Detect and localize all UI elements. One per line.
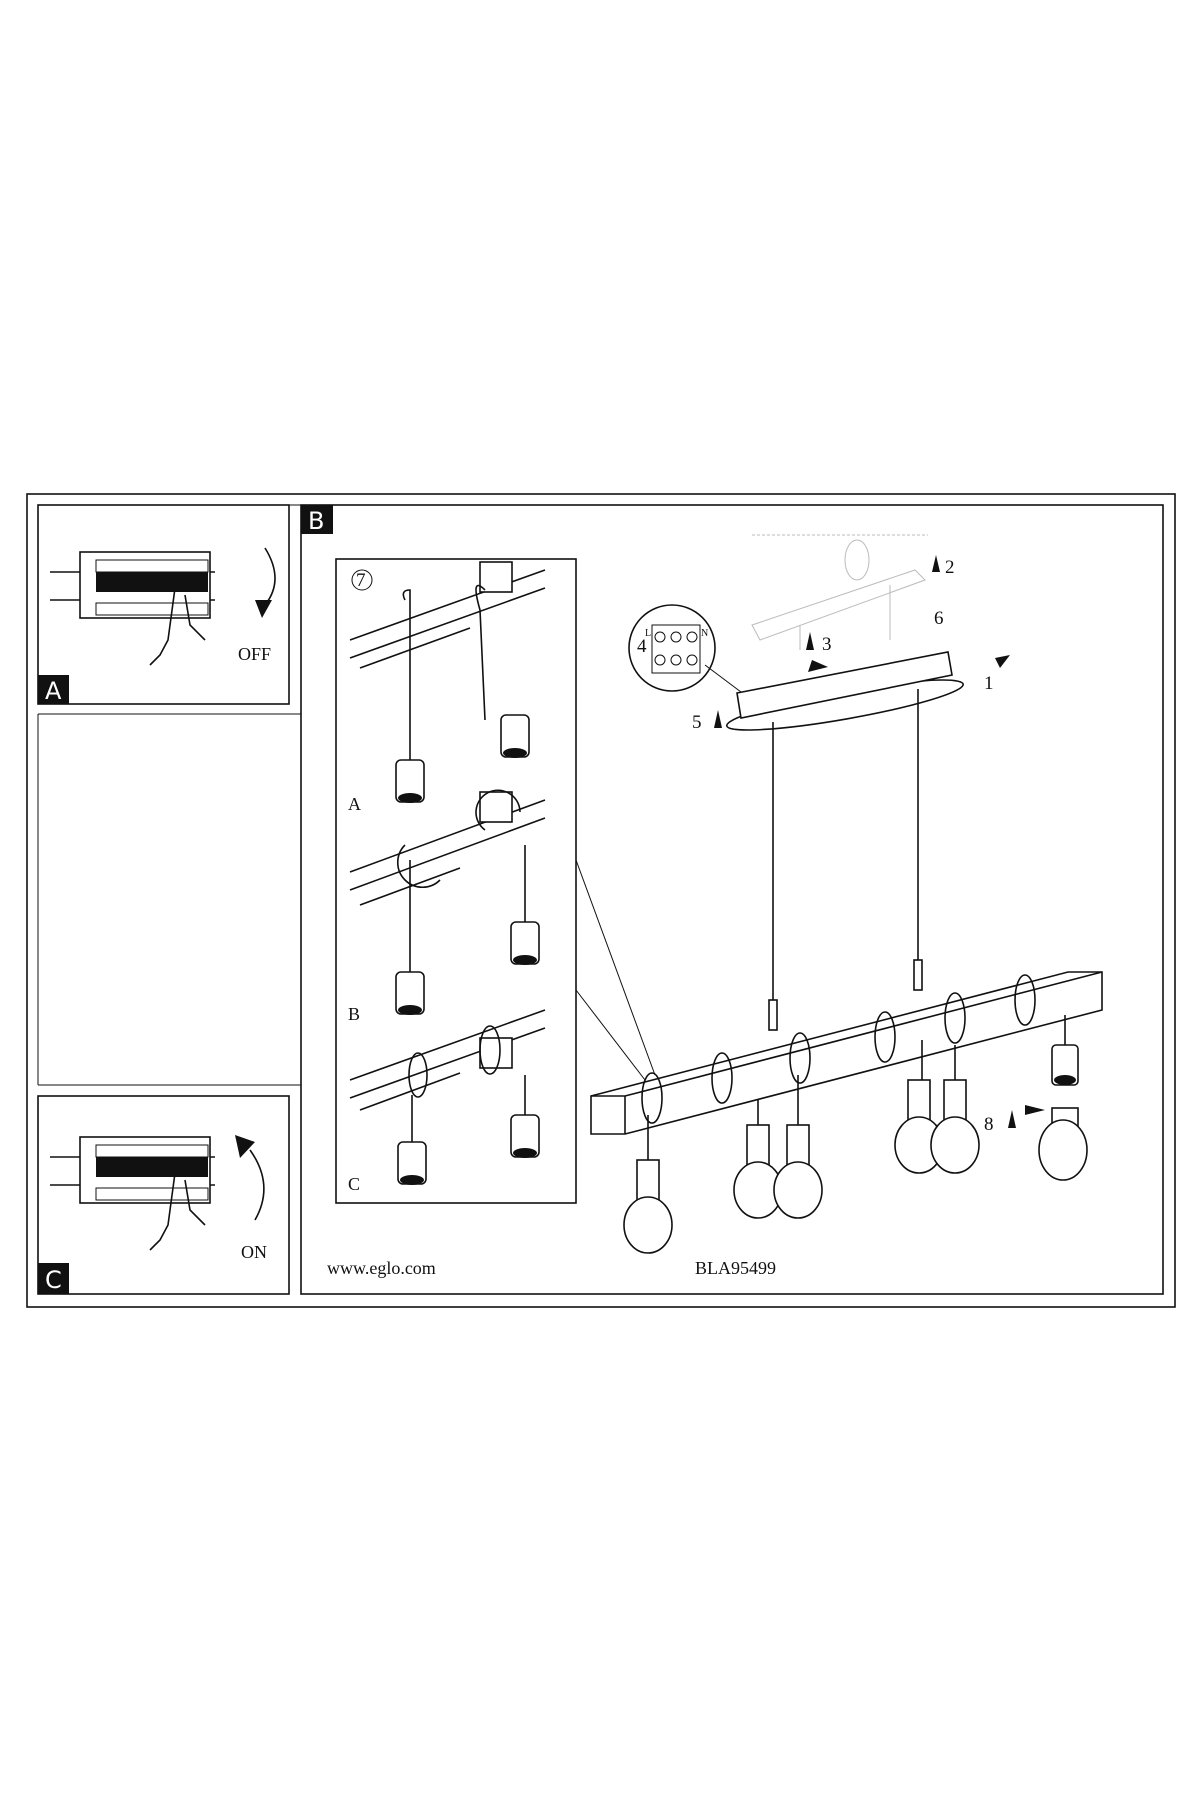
model-number: BLA95499 <box>695 1258 776 1278</box>
detail-b-label: B <box>348 1004 360 1024</box>
callout-line <box>575 859 656 1076</box>
panel-a <box>37 504 290 705</box>
ceiling-bracket <box>751 534 928 650</box>
panel-b-badge <box>301 505 333 534</box>
wooden-beam <box>590 971 1103 1135</box>
pendant-bulbs <box>623 1015 1088 1254</box>
bulb <box>894 1079 944 1174</box>
bulb-loose <box>1038 1107 1088 1181</box>
step-1: 1 <box>984 673 994 694</box>
panel-a-badge <box>38 675 69 704</box>
panel-c-label: C <box>45 1266 62 1294</box>
panel-c <box>37 1095 290 1295</box>
bulb <box>930 1079 980 1174</box>
circuit-breaker-on-illustration: ON <box>50 1135 267 1262</box>
step-numbers: 2 6 3 1 4 5 8 <box>637 555 1045 1135</box>
panel-a-label: A <box>45 677 62 705</box>
bulb <box>623 1159 673 1254</box>
panel-b-label: B <box>308 507 324 535</box>
detail-inset <box>335 558 577 1204</box>
detail-a-label: A <box>348 794 361 814</box>
terminal-l: L <box>645 628 651 639</box>
step-8: 8 <box>984 1114 994 1135</box>
detail-c: C <box>348 1009 546 1194</box>
terminal-n: N <box>701 628 708 639</box>
step-3: 3 <box>822 634 832 655</box>
panel-b <box>300 504 1164 1295</box>
step-6: 6 <box>934 608 944 629</box>
circuit-breaker-off-illustration: OFF <box>50 547 276 666</box>
detail-a: A <box>348 561 546 814</box>
step-2: 2 <box>945 557 955 578</box>
outer-frame <box>26 493 1176 1308</box>
on-label: ON <box>241 1242 267 1262</box>
socket <box>1051 1044 1079 1086</box>
bulb <box>773 1124 823 1219</box>
canopy <box>725 651 965 1031</box>
off-label: OFF <box>238 644 271 664</box>
panel-c-badge <box>38 1263 69 1294</box>
step-5: 5 <box>692 712 702 733</box>
detail-b: B <box>348 789 546 1024</box>
step-7: 7 <box>356 570 366 591</box>
terminal-block-detail: L N <box>628 604 746 696</box>
callout-line <box>575 989 646 1081</box>
website-text: www.eglo.com <box>327 1258 436 1278</box>
step-4: 4 <box>637 636 647 657</box>
bulb <box>733 1124 783 1219</box>
detail-c-label: C <box>348 1174 360 1194</box>
